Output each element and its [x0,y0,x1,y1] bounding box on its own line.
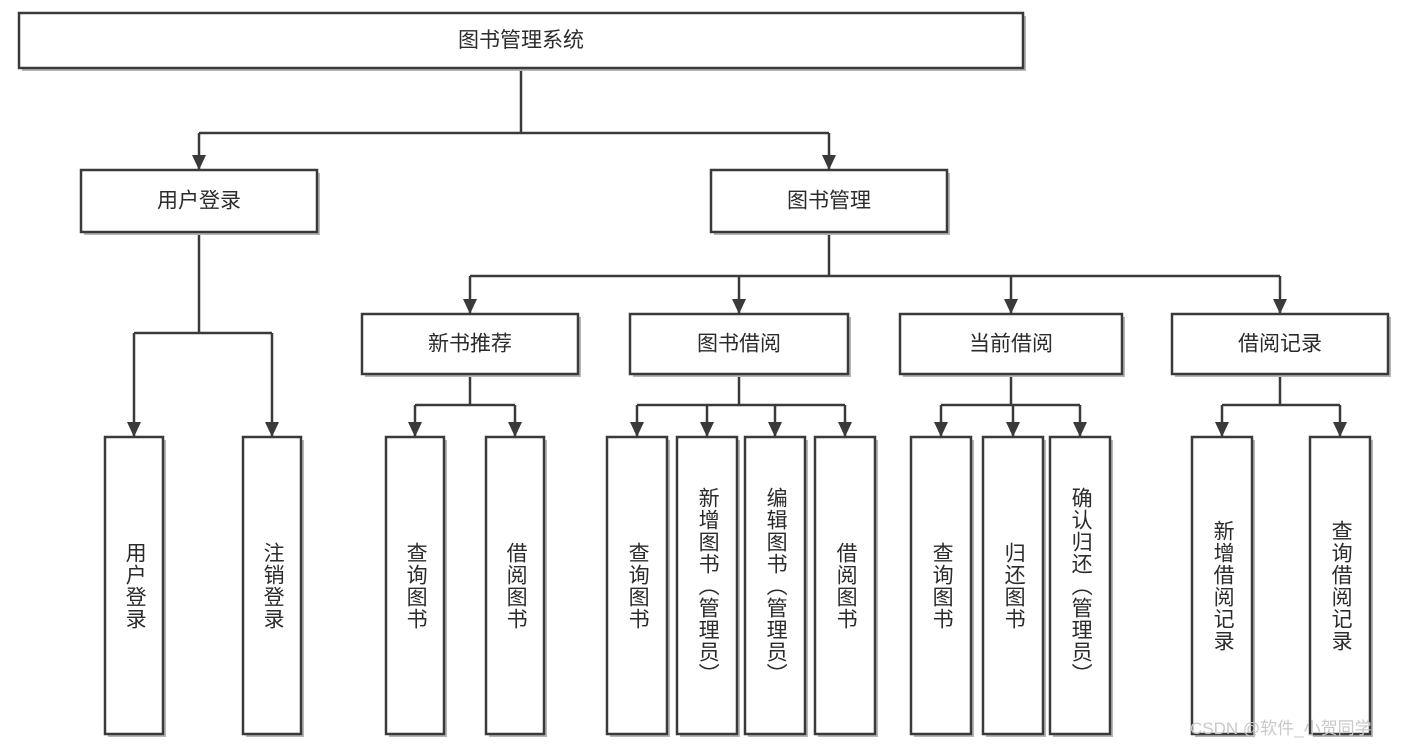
node-leaf-query-record[interactable] [1308,435,1373,737]
node-label-leaf-query-record: 查询借阅记录 [1329,519,1353,652]
node-outline [813,435,877,736]
node-label-leaf-borrow-book-rec: 借阅图书 [504,541,528,630]
node-label-leaf-query-book-cb: 查询图书 [930,541,954,630]
arrow-head-icon [463,299,477,314]
node-leaf-logout[interactable] [241,435,304,737]
arrow-head-icon [768,422,782,437]
node-leaf-query-book-bb[interactable] [605,435,670,737]
node-leaf-return-book[interactable] [981,435,1046,737]
arrow-head-icon [1004,299,1018,314]
node-leaf-user-login[interactable] [103,435,166,737]
node-leaf-borrow-book-rec[interactable] [484,435,547,737]
node-label-book-borrow: 图书借阅 [697,333,781,356]
node-label-leaf-query-book-bb: 查询图书 [626,541,650,630]
node-leaf-borrow-book-bb[interactable] [813,435,878,737]
node-label-current-borrow: 当前借阅 [969,333,1053,356]
arrow-head-icon [1073,422,1087,437]
node-outline [628,312,850,376]
node-label-leaf-logout: 注销登录 [261,541,285,630]
node-outline [484,435,546,736]
node-leaf-confirm-return[interactable] [1048,435,1113,737]
node-label-leaf-borrow-book-bb: 借阅图书 [834,541,858,630]
arrow-head-icon [934,422,948,437]
node-label-leaf-query-book-rec: 查询图书 [404,541,428,630]
node-label-user-login: 用户登录 [157,190,241,213]
node-label-leaf-add-record: 新增借阅记录 [1211,519,1235,652]
node-borrow-record[interactable] [1170,312,1391,377]
node-outline [1170,312,1390,376]
node-outline [1048,435,1112,736]
arrow-head-icon [408,422,422,437]
arrow-head-icon [1215,422,1229,437]
node-outline [909,435,973,736]
node-outline [79,168,319,234]
node-label-leaf-confirm-return: 确认归还（管理员） [1069,486,1093,685]
node-label-book-manage: 图书管理 [787,190,871,213]
node-outline [743,435,807,736]
node-user-login[interactable] [79,168,320,235]
node-label-leaf-add-book: 新增图书（管理员） [696,486,720,685]
node-outline [103,435,165,736]
node-book-borrow[interactable] [628,312,851,377]
node-outline [709,168,949,234]
arrow-head-icon [822,155,836,170]
node-leaf-query-book-cb[interactable] [909,435,974,737]
arrow-head-icon [732,299,746,314]
node-outline [1308,435,1372,736]
node-outline [675,435,739,736]
node-outline [384,435,446,736]
node-leaf-edit-book[interactable] [743,435,808,737]
connector-layer [127,68,1347,437]
node-current-borrow[interactable] [898,312,1125,377]
node-label-new-book-rec: 新书推荐 [428,333,512,356]
node-new-book-rec[interactable] [360,312,581,377]
node-outline [898,312,1124,376]
node-label-leaf-user-login: 用户登录 [123,541,147,630]
node-outline [1190,435,1254,736]
node-label-leaf-edit-book: 编辑图书（管理员） [764,486,788,685]
node-leaf-add-record[interactable] [1190,435,1255,737]
node-outline [605,435,669,736]
arrow-head-icon [700,422,714,437]
arrow-head-icon [1333,422,1347,437]
node-label-leaf-return-book: 归还图书 [1002,541,1026,630]
node-outline [981,435,1045,736]
arrow-head-icon [127,422,141,437]
node-outline [17,11,1025,70]
node-root[interactable] [17,11,1026,71]
arrow-head-icon [265,422,279,437]
node-label-root: 图书管理系统 [458,29,584,52]
arrow-head-icon [1006,422,1020,437]
node-label-borrow-record: 借阅记录 [1238,333,1322,356]
arrow-head-icon [630,422,644,437]
csdn-watermark: CSDN @软件_小贺同学 [1190,719,1372,738]
arrow-head-icon [1273,299,1287,314]
arrow-head-icon [192,155,206,170]
node-outline [241,435,303,736]
node-outline [360,312,580,376]
arrow-head-icon [508,422,522,437]
node-book-manage[interactable] [709,168,950,235]
arrow-head-icon [838,422,852,437]
node-leaf-add-book[interactable] [675,435,740,737]
node-box-layer [17,11,1391,737]
node-leaf-query-book-rec[interactable] [384,435,447,737]
